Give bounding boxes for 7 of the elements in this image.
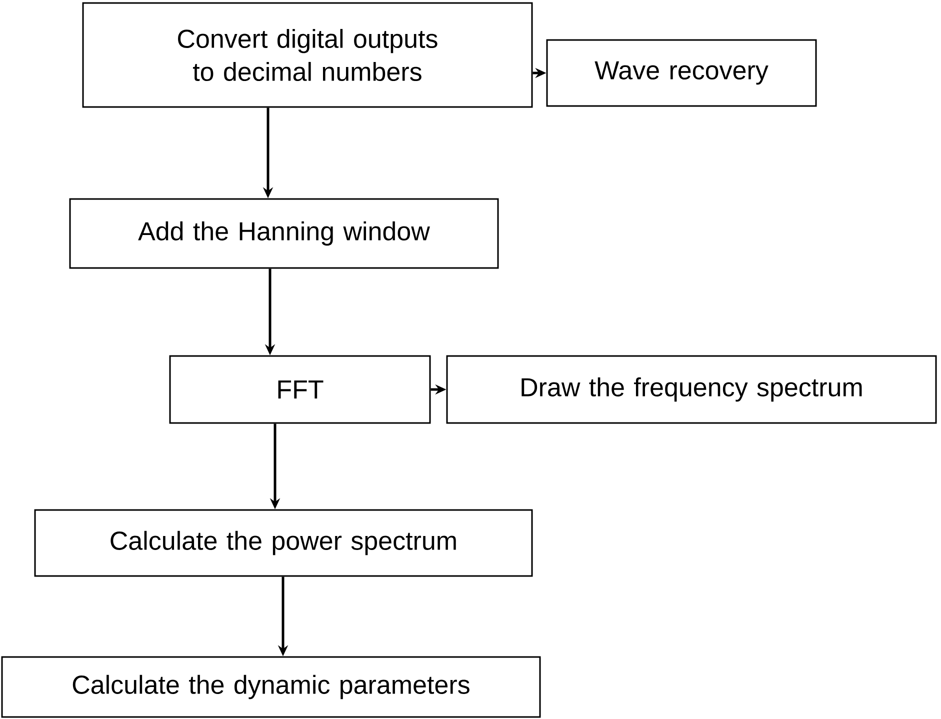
process-box: Wave recovery (546, 39, 817, 107)
process-box: Calculate the power spectrum (34, 509, 533, 577)
process-box: Convert digital outputs to decimal numbers (82, 2, 533, 108)
process-box: FFT (169, 355, 431, 424)
process-box: Add the Hanning window (69, 198, 499, 269)
process-box: Calculate the dynamic parameters (1, 656, 541, 718)
process-box: Draw the frequency spectrum (446, 355, 937, 424)
